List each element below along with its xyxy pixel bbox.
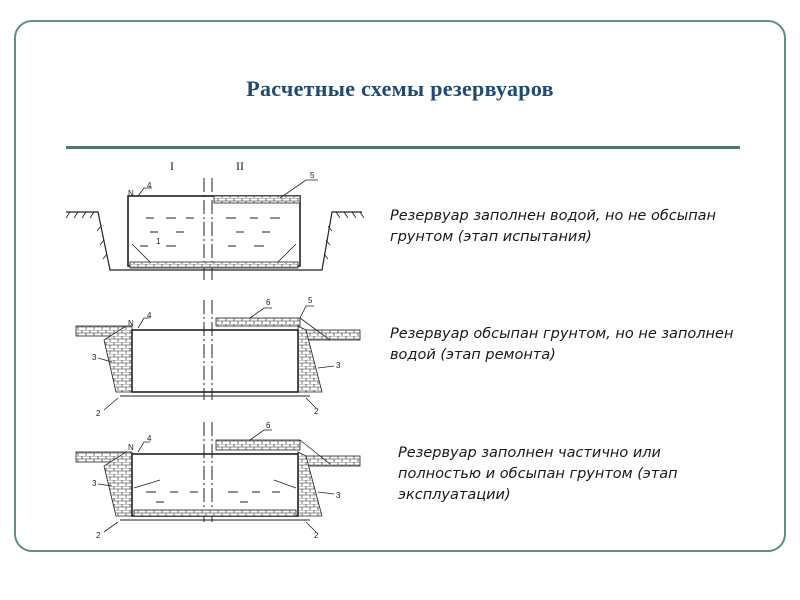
scheme-3-drawing [75, 429, 361, 533]
scheme-3-label-6: 6 [266, 421, 271, 430]
scheme-2-label-2-right: 2 [314, 407, 319, 416]
scheme-3-label-2-right: 2 [314, 531, 319, 540]
scheme-2-description: Резервуар обсыпан грунтом, но не заполне… [390, 326, 734, 363]
scheme-1-label-1: 1 [156, 237, 161, 246]
scheme-2-label-3-right: 3 [336, 361, 341, 370]
scheme-2-label-6: 6 [266, 298, 271, 307]
scheme-3-description: Резервуар заполнен частично или полность… [398, 445, 678, 503]
scheme-3-label-2-left: 2 [96, 531, 101, 540]
scheme-2-label-n: N [128, 319, 134, 328]
section-label-i: I [170, 159, 174, 173]
scheme-2-label-3-left: 3 [92, 353, 97, 362]
scheme-3-label-3-right: 3 [336, 491, 341, 500]
scheme-3-label-4: 4 [147, 434, 152, 443]
scheme-3-label-n: N [128, 443, 134, 452]
scheme-1-label-4: 4 [147, 181, 152, 190]
scheme-3-label-3-left: 3 [92, 479, 97, 488]
title-divider [66, 146, 740, 149]
slide-frame [14, 20, 786, 552]
scheme-2-label-4: 4 [147, 311, 152, 320]
scheme-2-label-2-left: 2 [96, 409, 101, 418]
page-title: Расчетные схемы резервуаров [246, 76, 554, 101]
scheme-1-label-n: N [128, 189, 134, 198]
axis-lines [203, 178, 213, 522]
scheme-1-label-5: 5 [310, 171, 315, 180]
scheme-2-drawing [75, 305, 361, 411]
scheme-1-drawing [65, 179, 365, 271]
scheme-2-label-5: 5 [308, 296, 313, 305]
section-label-ii: II [236, 159, 244, 173]
scheme-1-description: Резервуар заполнен водой, но не обсыпан … [390, 208, 717, 245]
